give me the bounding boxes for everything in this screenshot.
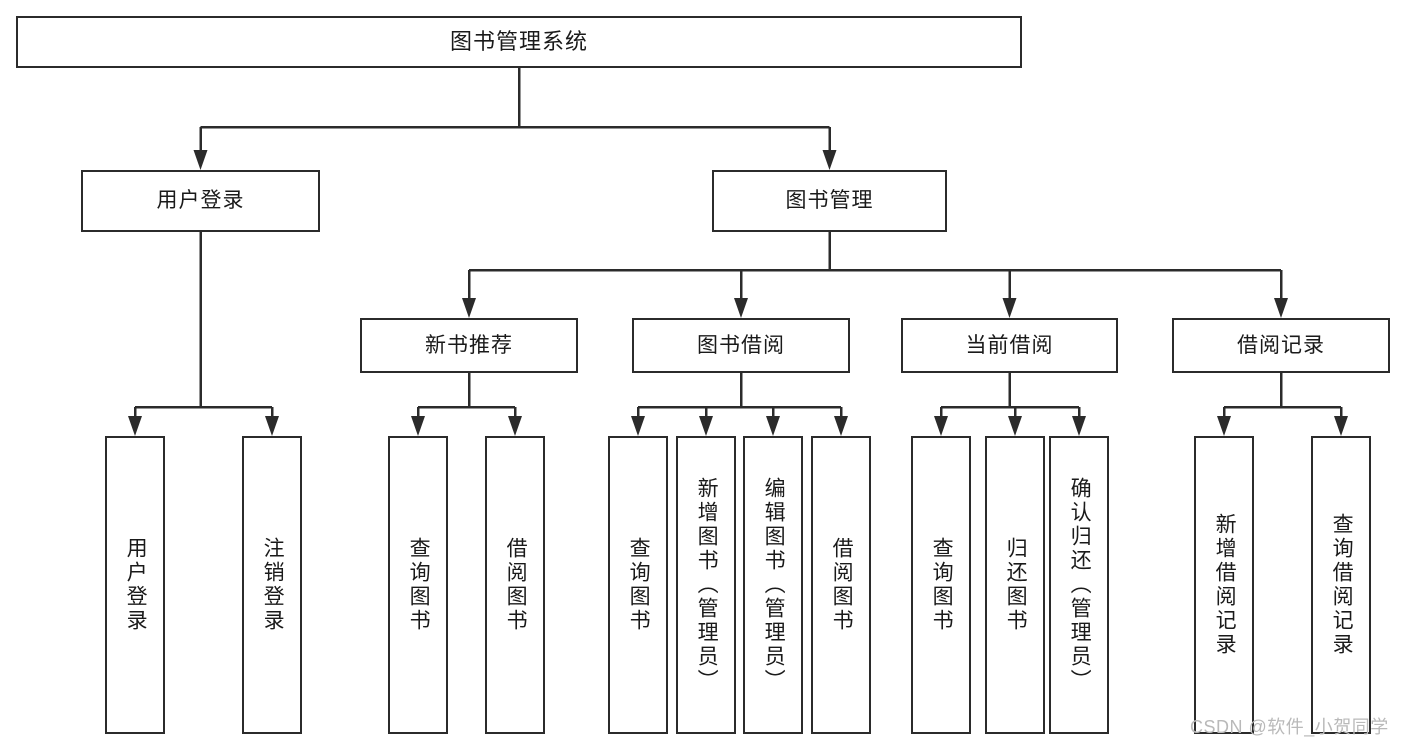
node-leaf-user-login[interactable]: 用户登录	[105, 436, 165, 734]
node-leaf-query-record[interactable]: 查询借阅记录	[1311, 436, 1371, 734]
node-leaf-logout[interactable]: 注销登录	[242, 436, 302, 734]
node-leaf-borrow-book-1[interactable]: 借阅图书	[485, 436, 545, 734]
node-leaf-confirm-return[interactable]: 确认归还（管理员）	[1049, 436, 1109, 734]
node-leaf-borrow-book-2[interactable]: 借阅图书	[811, 436, 871, 734]
node-leaf-query-book-1[interactable]: 查询图书	[388, 436, 448, 734]
csdn-watermark: CSDN @软件_小贺同学	[1190, 717, 1389, 737]
node-leaf-query-book-2[interactable]: 查询图书	[608, 436, 668, 734]
node-leaf-return-book[interactable]: 归还图书	[985, 436, 1045, 734]
node-root[interactable]: 图书管理系统	[16, 16, 1022, 68]
node-current-borrow[interactable]: 当前借阅	[901, 318, 1118, 373]
node-book-manage[interactable]: 图书管理	[712, 170, 947, 232]
node-leaf-add-book[interactable]: 新增图书（管理员）	[676, 436, 736, 734]
node-leaf-add-record[interactable]: 新增借阅记录	[1194, 436, 1254, 734]
node-user-login[interactable]: 用户登录	[81, 170, 320, 232]
node-leaf-edit-book[interactable]: 编辑图书（管理员）	[743, 436, 803, 734]
node-borrow-record[interactable]: 借阅记录	[1172, 318, 1390, 373]
node-leaf-query-book-3[interactable]: 查询图书	[911, 436, 971, 734]
node-new-book-recommend[interactable]: 新书推荐	[360, 318, 578, 373]
node-book-borrow[interactable]: 图书借阅	[632, 318, 850, 373]
